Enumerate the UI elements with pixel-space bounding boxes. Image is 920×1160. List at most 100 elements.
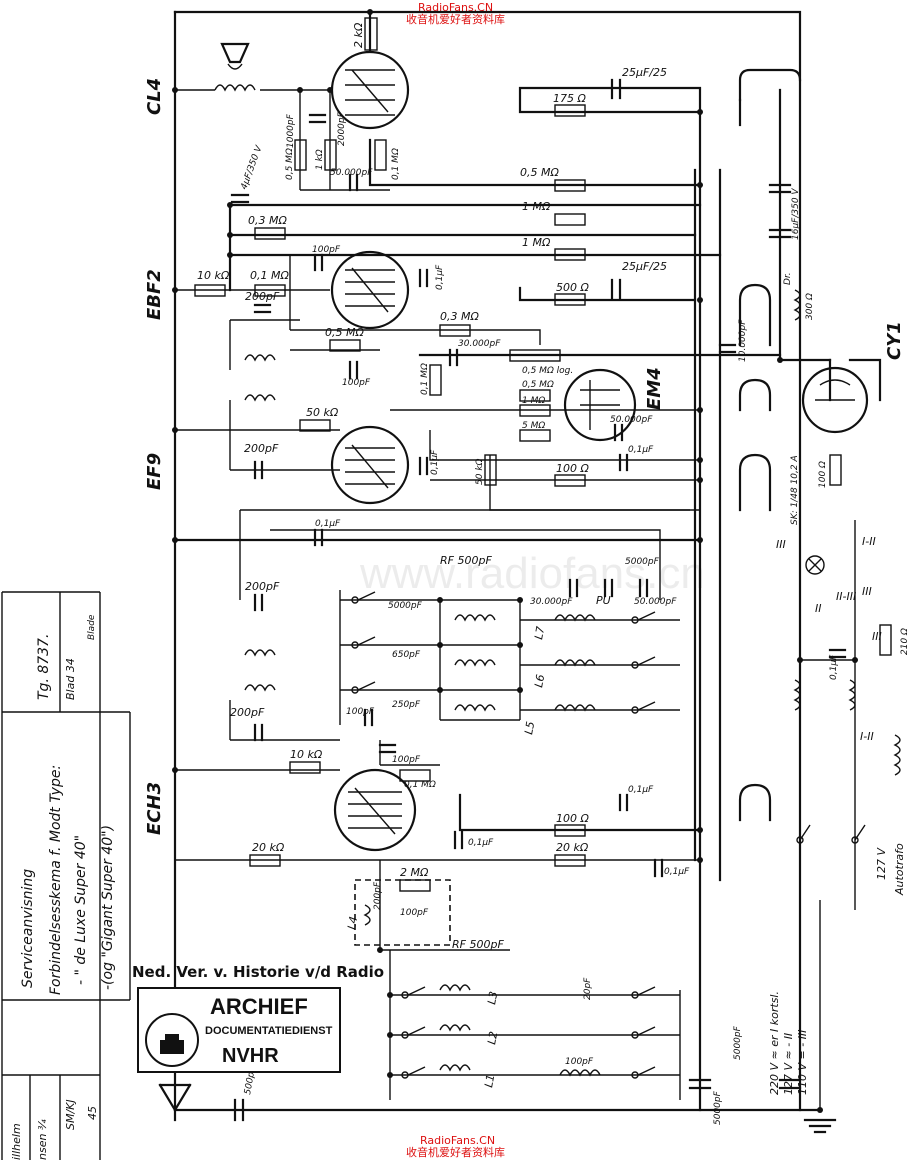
lbl-r-100-b: 100 Ω (556, 812, 589, 825)
lbl-c-100-a: 100pF (312, 245, 341, 255)
archive-subtitle: DOCUMENTATIEDIENST (205, 1025, 333, 1037)
lbl-c-200-b: 200pF (244, 442, 279, 455)
lbl-r-5m: 5 MΩ (522, 421, 545, 431)
watermark-bottom: RadioFans.CN (420, 1134, 495, 1147)
lbl-r-20k-a: 20 kΩ (252, 841, 285, 854)
watermark-bottom-sub: 收音机爱好者资料库 (406, 1145, 505, 1159)
title-block: Tg. 8737. Blad 34 Blade Serviceanvisning… (1, 591, 131, 1160)
lbl-c-10000: 10.000pF (738, 319, 748, 362)
capacitors (230, 78, 847, 1122)
lbl-r-100-a: 100 Ω (556, 462, 589, 475)
lbl-sw-iii-c: III (872, 630, 882, 643)
lbl-r-1m-b: 1 MΩ (522, 236, 551, 249)
lbl-c-20: 20pF (583, 977, 593, 1000)
lbl-c-25-top: 25µF/25 (622, 66, 667, 79)
coils (214, 84, 901, 1077)
title-line-4: -(og "Gigant Super 40") (100, 825, 116, 990)
ref-number: 45 (86, 1106, 99, 1120)
lbl-c-01-d: 0,1µF (315, 519, 341, 529)
lbl-r-50k-b: 50 kΩ (475, 458, 485, 485)
lbl-c-01-g: 0,1µF (664, 867, 690, 877)
lbl-v127: 127 V (875, 847, 888, 880)
lbl-l2: L2 (485, 1030, 500, 1045)
loudspeaker-symbol (220, 42, 250, 70)
lbl-r-2k: 2 kΩ (352, 22, 365, 48)
lbl-c-25-mid: 25µF/25 (622, 260, 667, 273)
lbl-c-50000: 50.000pF (330, 168, 373, 178)
lbl-c-250: 250pF (392, 700, 421, 710)
lbl-c-100-b: 100pF (342, 378, 371, 388)
lbl-c-01-a: 0,1µF (435, 264, 445, 290)
lbl-c-100-e: 100pF (400, 908, 429, 918)
person-line-2: nsen ¾ (36, 1119, 49, 1160)
resistors (194, 17, 892, 892)
archive-header: Ned. Ver. v. Historie v/d Radio (132, 963, 384, 981)
lbl-c-5000-b: 5000pF (388, 601, 423, 611)
lbl-autotrafo: Autotrafo (893, 843, 906, 896)
archive-stamp: Ned. Ver. v. Historie v/d Radio ARCHIEF … (132, 963, 384, 1073)
lbl-c-50000-em: 50.000pF (610, 415, 653, 425)
lbl-pu: PU (596, 594, 611, 607)
lbl-r-50k: 50 kΩ (306, 406, 339, 419)
junctions (172, 9, 858, 1113)
lbl-l3: L3 (485, 990, 500, 1005)
lbl-r-05m-b: 0,5 MΩ (520, 166, 559, 179)
lbl-l4: L4 (345, 915, 360, 930)
tube-cl4 (330, 50, 410, 130)
lbl-c-01-h: 0,1µF (829, 654, 839, 680)
speaker-coil (738, 68, 802, 822)
lbl-r-300: 300 Ω (805, 293, 815, 320)
lbl-mains-2: 127 V ≈ - II (782, 1033, 795, 1095)
archive-abbr: NVHR (222, 1045, 279, 1067)
lbl-sw-ii-a: II (815, 602, 822, 615)
lbl-c-5000-a: 5000pF (625, 557, 660, 567)
lbl-c-4uf: 4µF/350 V (239, 144, 264, 191)
lbl-c-30000-b: 30.000pF (530, 597, 573, 607)
lbl-l7: L7 (532, 625, 547, 640)
ref-code: SM/KJ (64, 1099, 77, 1130)
lbl-c-200-a: 200pF (245, 290, 280, 303)
lbl-r-01m-b: 0,1 MΩ (250, 269, 289, 282)
lbl-c-100-c: 100pF (346, 707, 375, 717)
band-switches (351, 555, 866, 1079)
lbl-r-03m-b: 0,3 MΩ (440, 310, 479, 323)
title-line-2: Forbindelsesskema f. Modt Type: (48, 765, 64, 995)
lbl-r-1m-a: 1 MΩ (522, 200, 551, 213)
tube-ech3 (333, 768, 417, 852)
lbl-sw-i-ii-b: I-II (860, 730, 874, 743)
lbl-r-10k-b: 10 kΩ (290, 748, 323, 761)
lbl-r-05m-c: 0,5 MΩ (325, 326, 364, 339)
tube-cy1 (801, 366, 869, 434)
archive-title: ARCHIEF (210, 994, 308, 1019)
lbl-sw-iii-a: III (776, 538, 786, 551)
lbl-l6: L6 (532, 673, 547, 688)
lbl-r-05m-log: 0,5 MΩ log. (522, 366, 573, 376)
lbl-c-01-e: 0,1µF (628, 785, 654, 795)
component-labels: 2 kΩ 25µF/25 175 Ω 1000pF 2000pF 0,5 MΩ … (197, 22, 910, 1125)
lbl-c-100-d: 100pF (392, 755, 421, 765)
watermark-top: RadioFans.CN (418, 1, 493, 14)
lbl-sw-ii-iii: II-III (836, 590, 856, 603)
tube-ef9 (330, 425, 410, 505)
lbl-dr: Dr. (783, 272, 793, 285)
lbl-r-05m-em: 0,5 MΩ (522, 380, 554, 390)
person-line-1: illhelm (10, 1123, 23, 1160)
lbl-c-01-c: 0,1µF (628, 445, 654, 455)
lbl-r-10k: 10 kΩ (197, 269, 230, 282)
lbl-c-50000-b: 50.000pF (634, 597, 677, 607)
lbl-c-01-b: 0,1µF (430, 449, 440, 475)
lbl-sw-iii-b: III (862, 585, 872, 598)
antenna-symbol (158, 1083, 192, 1112)
lbl-r-1k: 1 kΩ (315, 149, 325, 170)
label-ebf2: EBF2 (144, 269, 165, 320)
lbl-sw-i-ii: I-II (862, 535, 876, 548)
tube-em4 (563, 368, 637, 442)
lbl-r-1m-em: 1 MΩ (522, 396, 545, 406)
lbl-r-20k-b: 20 kΩ (556, 841, 589, 854)
label-em4: EM4 (644, 367, 665, 410)
doc-number: Tg. 8737. (36, 634, 52, 700)
label-ef9: EF9 (144, 453, 165, 490)
lbl-c-01-f: 0,1µF (468, 838, 494, 848)
lbl-c-200-d: 200pF (230, 706, 265, 719)
